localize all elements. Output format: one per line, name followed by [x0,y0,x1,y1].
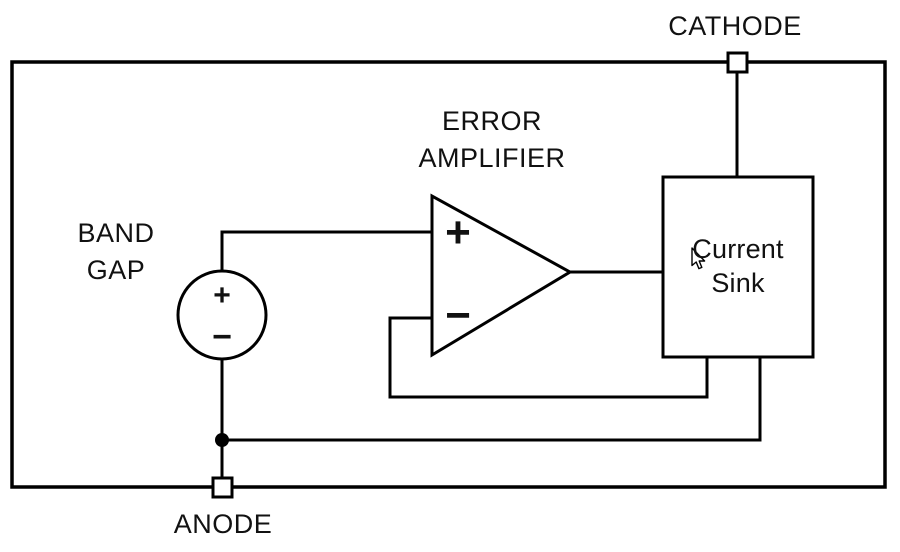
band-gap-label-line1: BAND [77,218,155,248]
mouse-cursor-icon [691,247,706,270]
opamp-plus-sign: + [445,208,471,257]
current-sink-label-line1: Current [692,234,784,264]
bandgap-plus-sign: + [213,279,231,312]
cathode-label: CATHODE [668,11,802,41]
wire-feedback-to-opamp-minus [388,316,709,399]
error-amplifier-label: ERROR AMPLIFIER [418,103,565,177]
current-sink-label-line2: Sink [711,268,765,298]
cathode-pin [726,51,749,74]
error-amplifier-label-line2: AMPLIFIER [418,143,566,173]
junction-dot [215,433,229,447]
bandgap-source-circle [176,269,268,361]
band-gap-label: BAND GAP [77,215,154,289]
bandgap-minus-sign: − [212,318,232,356]
band-gap-label-line2: GAP [86,255,146,285]
wire-bandgap-to-opamp-plus [220,230,432,272]
wire-current-sink-to-anode-rail [222,357,762,442]
error-amplifier-label-line1: ERROR [441,106,542,136]
current-sink-box [661,175,815,359]
opamp-minus-sign: − [445,291,471,340]
ic-boundary-box [10,60,887,489]
current-sink-label: Current Sink [692,232,783,300]
error-amplifier-triangle [430,193,574,358]
anode-pin [211,476,234,499]
anode-label: ANODE [173,509,273,539]
